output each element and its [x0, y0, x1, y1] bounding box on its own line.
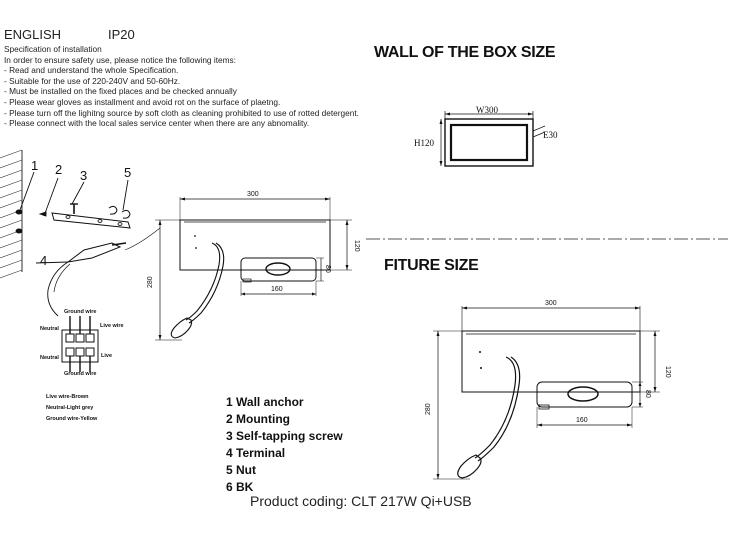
- product-coding: Product coding: CLT 217W Qi+USB: [250, 493, 472, 509]
- legend-item: 1 Wall anchor: [226, 395, 304, 409]
- small-base-height-label: 80: [324, 265, 331, 273]
- spec-item: - Please turn off the lighitng source by…: [4, 107, 359, 118]
- ground-wire-label-lower: Ground wire: [64, 371, 96, 377]
- small-base-width-label: 160: [271, 286, 283, 293]
- box-depth-label: E30: [543, 130, 558, 140]
- legend-item: 6 BK: [226, 480, 254, 494]
- wire-note-ground: Ground wire-Yellow: [46, 416, 98, 422]
- live-wire-label: Live wire: [100, 323, 124, 329]
- spec-title: Specification of installation: [4, 44, 102, 54]
- fixture-size-title: FITURE SIZE: [384, 257, 479, 274]
- fixture-base-height-label: 80: [644, 390, 651, 398]
- fixture-base-width-label: 160: [576, 417, 588, 424]
- small-total-height-label: 280: [147, 276, 154, 288]
- fixture-height-label: 120: [664, 366, 671, 378]
- small-width-label: 300: [247, 191, 259, 198]
- small-fixture-drawing: [155, 197, 352, 341]
- box-width-label: W300: [476, 105, 498, 115]
- spec-item: - Please connect with the local sales se…: [4, 118, 310, 129]
- wire-note-neutral: Neutral-Light grey: [46, 405, 94, 411]
- small-height-label: 120: [353, 240, 360, 252]
- callout-5: 5: [124, 165, 131, 180]
- specification-block: Specification of installation In order t…: [4, 44, 359, 129]
- callout-4: 4: [40, 253, 47, 268]
- mounting-parts: [15, 171, 161, 372]
- spec-item: - Please wear gloves as installment and …: [4, 96, 281, 107]
- live-label: Live: [101, 353, 112, 359]
- neutral-label-lower: Neutral: [40, 355, 59, 361]
- fixture-width-label: 300: [545, 300, 557, 307]
- legend-item: 3 Self-tapping screw: [226, 429, 343, 443]
- box-size-title: WALL OF THE BOX SIZE: [374, 44, 556, 61]
- neutral-label: Neutral: [40, 326, 59, 332]
- spec-item: - Must be installed on the fixed places …: [4, 86, 237, 97]
- callout-2: 2: [55, 162, 62, 177]
- spec-intro: In order to ensure safety use, please no…: [4, 54, 236, 65]
- ground-wire-label: Ground wire: [64, 309, 96, 315]
- spec-item: - Suitable for the use of 220-240V and 5…: [4, 75, 181, 86]
- callout-1: 1: [31, 158, 38, 173]
- spec-item: - Read and understand the whole Specific…: [4, 65, 179, 76]
- callout-3: 3: [80, 168, 87, 183]
- fixture-total-height-label: 280: [425, 403, 432, 415]
- language-label: ENGLISH: [4, 27, 62, 42]
- legend-item: 2 Mounting: [226, 412, 290, 426]
- ip-rating: IP20: [108, 27, 135, 42]
- legend-item: 4 Terminal: [226, 446, 286, 460]
- parts-legend: 1 Wall anchor 2 Mounting 3 Self-tapping …: [226, 394, 343, 496]
- box-height-label: H120: [414, 138, 434, 148]
- wire-note-live: Live wire-Brown: [46, 394, 89, 400]
- fixture-size-drawing: [433, 306, 660, 480]
- wall-box-drawing: [439, 111, 546, 167]
- legend-item: 5 Nut: [226, 463, 256, 477]
